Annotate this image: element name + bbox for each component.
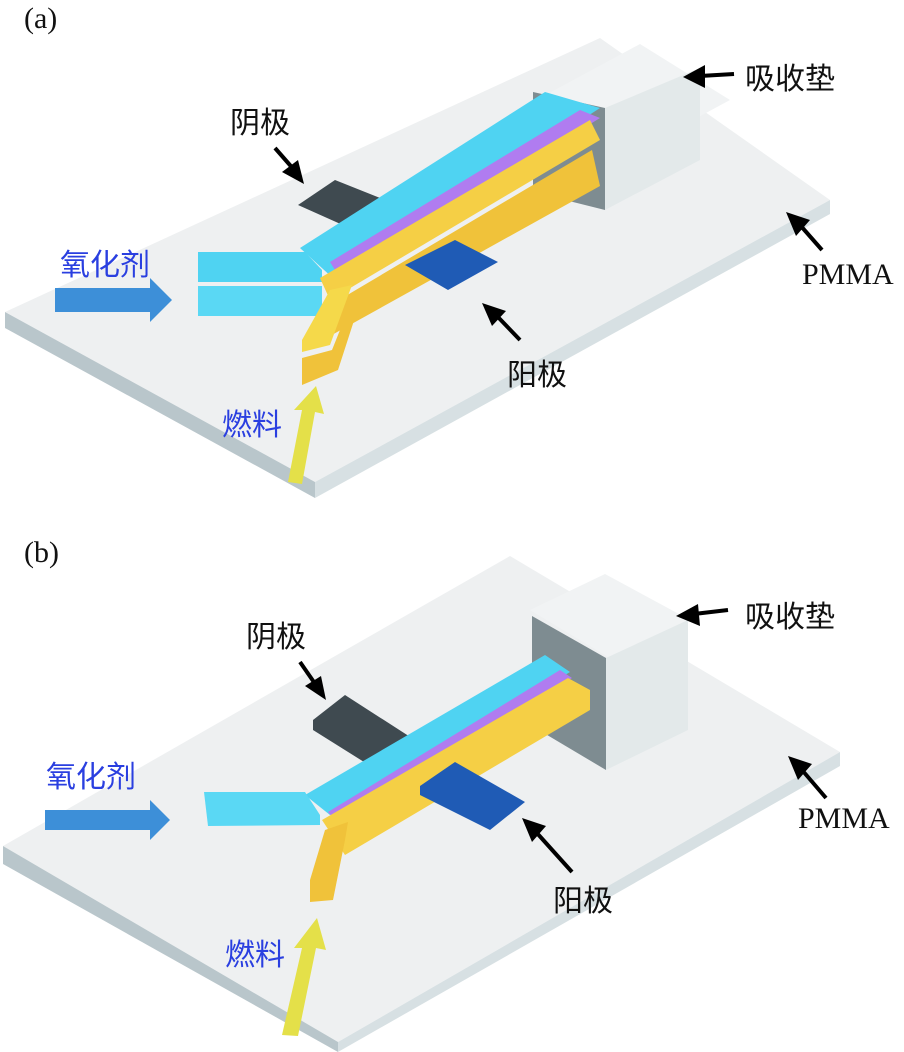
fuel-flow-arrow — [288, 386, 324, 484]
oxidant-flow-arrow — [45, 800, 170, 840]
absorbent-pad-label: 吸收垫 — [745, 600, 835, 635]
oxidant-label: 氧化剂 — [60, 248, 150, 283]
fuel-inlet-upper — [302, 285, 352, 352]
panel-a: (a) 阴极 吸收垫 氧化剂 PMMA 阳极 燃料 — [0, 0, 904, 520]
pmma-substrate-edge-right — [315, 200, 830, 498]
pmma-pointer-arrow — [788, 756, 828, 800]
cathode-label: 阴极 — [230, 106, 290, 141]
cathode-pointer-arrow — [273, 146, 304, 184]
panel-a-diagram — [5, 38, 830, 498]
pmma-substrate-edge-right — [338, 752, 840, 1052]
anode-label: 阳极 — [507, 358, 567, 393]
panel-label: (b) — [24, 536, 59, 569]
fuel-inlet-lower — [302, 300, 360, 385]
fuel-inlet — [310, 822, 348, 902]
oxidant-label: 氧化剂 — [46, 760, 136, 795]
oxidant-flow-arrow — [55, 278, 172, 322]
cathode-pointer-arrow — [298, 660, 326, 700]
anode-electrode — [405, 240, 498, 290]
fuel-label: 燃料 — [222, 408, 282, 443]
pad-pointer-arrow — [683, 65, 735, 88]
panel-b: (b) 阴极 吸收垫 氧化剂 PMMA 阳极 燃料 — [0, 530, 904, 1052]
oxidant-channel-main — [305, 655, 570, 815]
absorbent-pad-label: 吸收垫 — [745, 62, 835, 97]
pmma-pointer-arrow — [786, 212, 824, 252]
oxidant-channel-main — [300, 92, 600, 280]
pmma-substrate-edge-left — [3, 846, 338, 1052]
anode-label: 阳极 — [553, 884, 613, 919]
anode-pointer-arrow — [522, 818, 574, 874]
pmma-label: PMMA — [802, 258, 894, 291]
cathode-label: 阴极 — [246, 620, 306, 655]
oxidant-inlet — [204, 792, 320, 826]
fuel-channel-upper — [320, 120, 600, 300]
fuel-channel-lower — [322, 150, 600, 336]
absorbent-pad-front — [605, 68, 700, 210]
pad-pointer-arrow — [676, 604, 729, 626]
absorbent-pad-top — [530, 574, 690, 658]
oxidant-inlet-lower — [198, 286, 322, 316]
absorbent-pad-front — [606, 620, 688, 770]
panel-b-diagram — [3, 556, 840, 1052]
fuel-label: 燃料 — [225, 938, 285, 973]
anode-pointer-arrow — [482, 303, 522, 342]
pmma-label: PMMA — [798, 802, 890, 835]
cathode-electrode — [298, 180, 385, 226]
panel-label: (a) — [24, 2, 58, 35]
oxidant-inlet-upper — [198, 252, 322, 282]
pmma-substrate-edge-left — [5, 312, 315, 498]
anode-electrode — [420, 762, 525, 830]
fuel-flow-arrow — [282, 918, 326, 1036]
